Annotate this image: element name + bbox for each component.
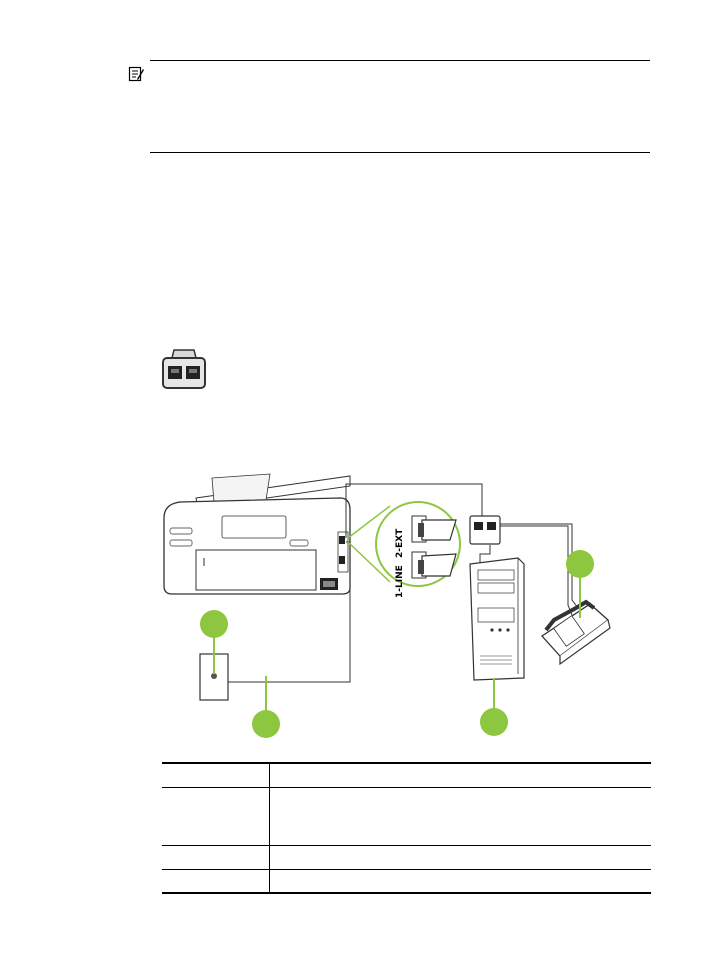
connection-diagram: 2-EXT 1-LINE — [163, 473, 611, 738]
callout-1 — [200, 610, 228, 638]
note-icon — [128, 66, 144, 82]
callout-3 — [480, 708, 508, 736]
table-cell-description — [269, 787, 651, 846]
table-row — [162, 845, 651, 870]
port-zoom-detail: 2-EXT 1-LINE — [347, 501, 461, 598]
callout-4 — [566, 550, 594, 578]
note-bottom-rule — [150, 152, 650, 153]
splitter-device — [469, 515, 501, 545]
telephone — [541, 599, 611, 666]
table-cell-description — [269, 845, 651, 870]
port-label-line: 1-LINE — [395, 565, 405, 598]
printer-rear-view — [163, 473, 351, 595]
callout-2 — [252, 710, 280, 738]
table-cell-number — [162, 787, 270, 846]
table-cell-number — [162, 762, 270, 788]
table-cell-number — [162, 869, 270, 894]
table-cell-description — [269, 762, 651, 788]
table-cell-description — [269, 869, 651, 894]
table-row — [162, 787, 651, 846]
table-cell-number — [162, 845, 270, 870]
table-row — [162, 869, 651, 894]
callouts — [200, 550, 594, 738]
port-label-ext: 2-EXT — [395, 528, 405, 558]
parts-table — [162, 762, 651, 894]
computer-tower — [469, 557, 525, 681]
parallel-splitter-icon — [162, 349, 206, 389]
table-row — [162, 762, 651, 788]
note-top-rule — [150, 60, 650, 61]
